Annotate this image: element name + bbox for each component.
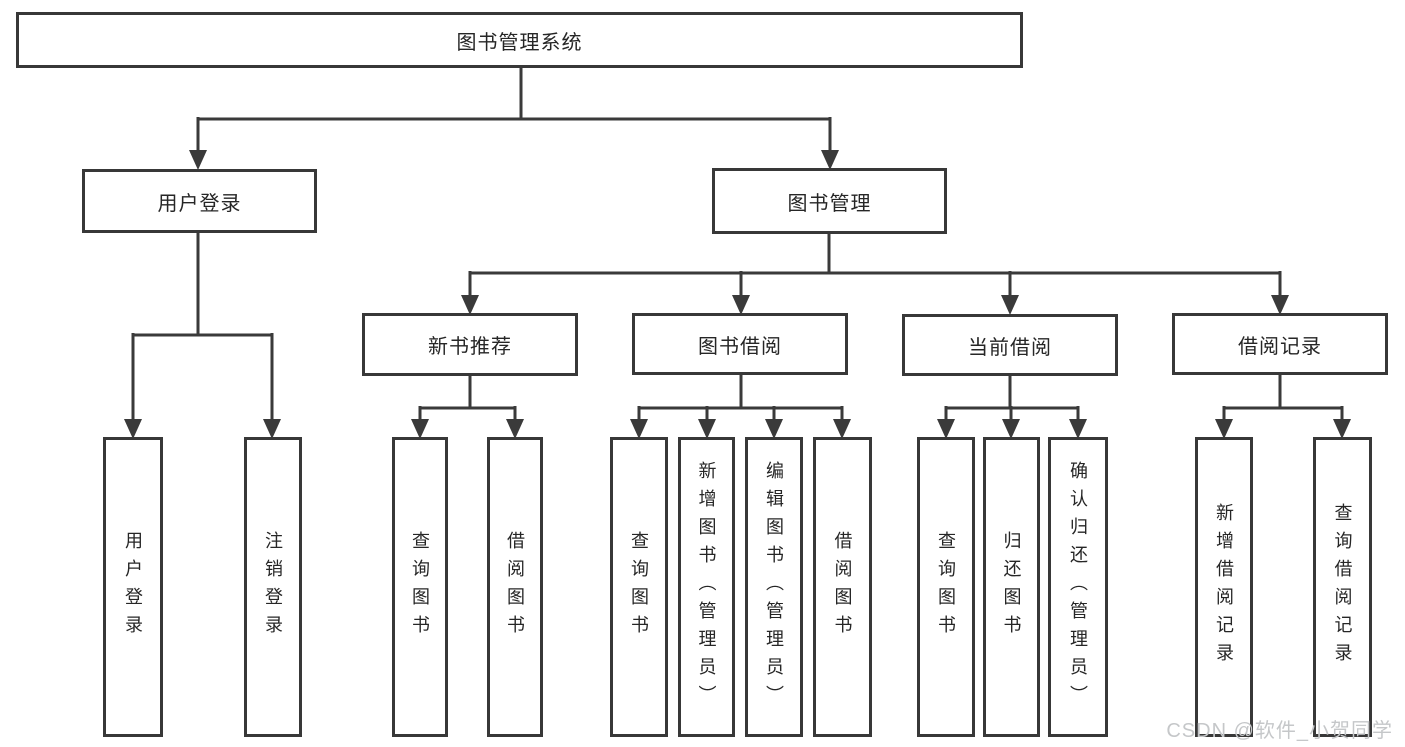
node-current-borrowing: 当前借阅 <box>902 314 1118 376</box>
leaf-return-books: 归还图书 <box>983 437 1040 737</box>
leaf-query-borrow-record: 查询借阅记录 <box>1313 437 1372 737</box>
leaf-query-books-borrowing: 查询图书 <box>610 437 668 737</box>
leaf-borrow-books-recommend: 借阅图书 <box>487 437 543 737</box>
arrow-down-icons <box>124 150 1351 439</box>
node-new-book-recommendation: 新书推荐 <box>362 313 578 376</box>
leaf-add-borrow-record: 新增借阅记录 <box>1195 437 1253 737</box>
leaf-edit-book-admin: 编辑图书（管理员） <box>745 437 803 737</box>
leaf-query-books-current: 查询图书 <box>917 437 975 737</box>
node-borrowing-records: 借阅记录 <box>1172 313 1388 375</box>
leaf-logout: 注销登录 <box>244 437 302 737</box>
leaf-borrow-books-borrowing: 借阅图书 <box>813 437 872 737</box>
node-user-login: 用户登录 <box>82 169 317 233</box>
node-book-borrowing: 图书借阅 <box>632 313 848 375</box>
connector-shafts <box>131 68 1344 421</box>
leaf-add-book-admin: 新增图书（管理员） <box>678 437 735 737</box>
leaf-confirm-return-admin: 确认归还（管理员） <box>1048 437 1108 737</box>
leaf-query-books-recommend: 查询图书 <box>392 437 448 737</box>
node-book-management: 图书管理 <box>712 168 947 234</box>
node-root-system: 图书管理系统 <box>16 12 1023 68</box>
leaf-user-login: 用户登录 <box>103 437 163 737</box>
watermark: CSDN @软件_小贺同学 <box>1166 720 1393 742</box>
